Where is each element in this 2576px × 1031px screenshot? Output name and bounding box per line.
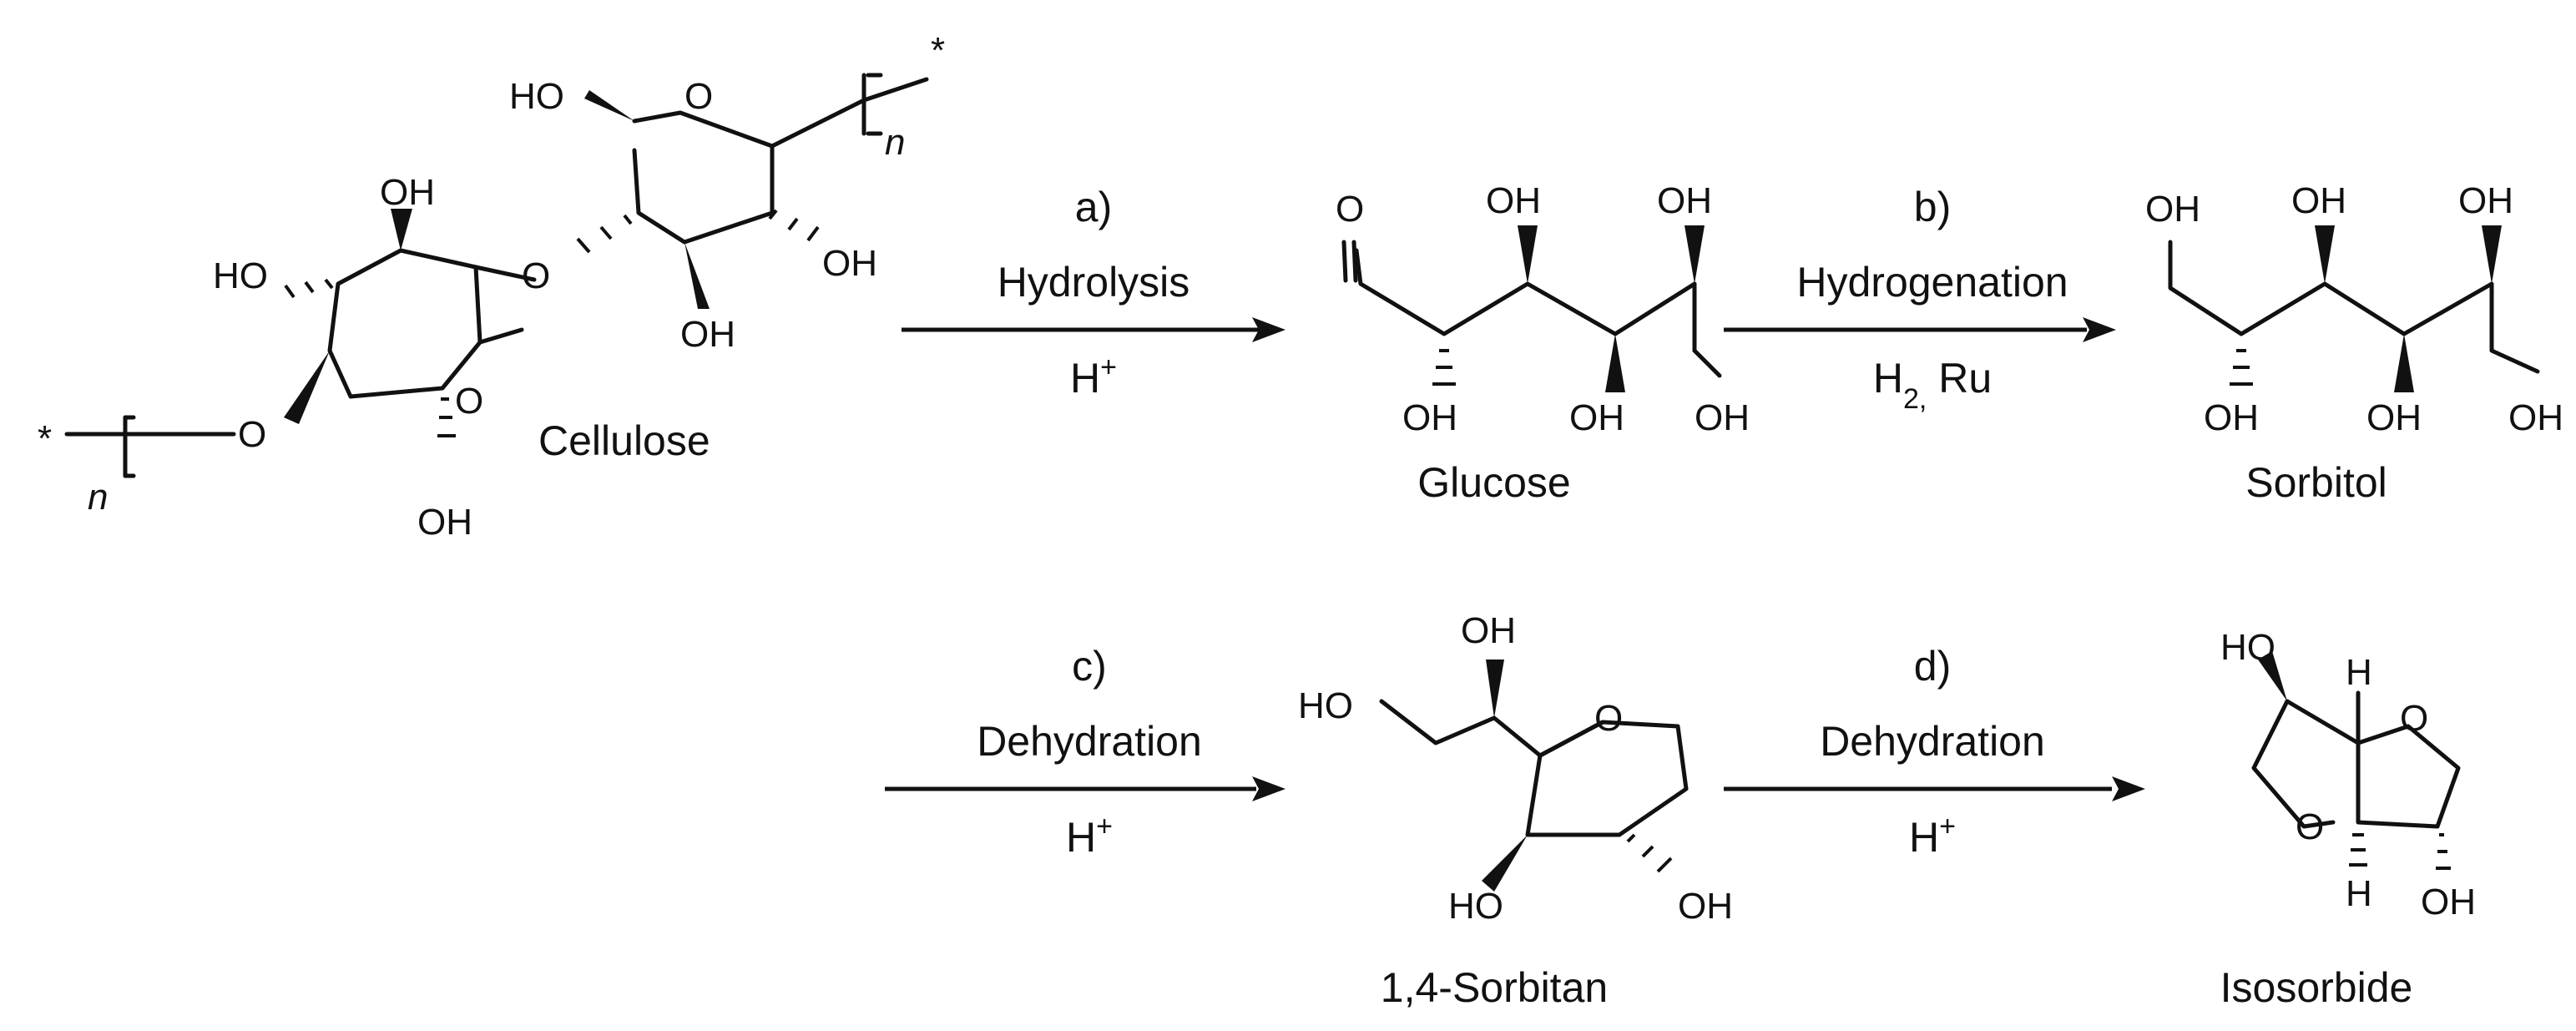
cellulose-o-link: O bbox=[238, 414, 266, 455]
sorbitol-oh-6: OH bbox=[2508, 397, 2563, 438]
cellulose-oh-c: OH bbox=[680, 314, 735, 355]
reaction-a-name: Hydrolysis bbox=[998, 259, 1190, 306]
glucose-oh-2: OH bbox=[1657, 180, 1712, 221]
cellulose-ho-top: HO bbox=[509, 76, 564, 117]
glucose-oh-4: OH bbox=[1569, 397, 1624, 438]
reaction-c-step: c) bbox=[1072, 643, 1107, 690]
sorbitan-label: 1,4-Sorbitan bbox=[1381, 964, 1608, 1011]
reaction-a-conditions: H+ bbox=[1070, 351, 1117, 402]
arrow-c bbox=[885, 776, 1285, 801]
reaction-b-name: Hydrogenation bbox=[1796, 259, 2068, 306]
sorbitol-oh-3: OH bbox=[2458, 180, 2513, 221]
isosorbide-o-right: O bbox=[2400, 698, 2428, 739]
cellulose-oh-b: OH bbox=[822, 243, 877, 284]
glucose-oh-5: OH bbox=[1695, 397, 1750, 438]
cellulose-label: Cellulose bbox=[538, 417, 710, 464]
sorbitan-structure bbox=[1379, 660, 1689, 892]
glucose-structure bbox=[1341, 225, 1722, 392]
reaction-b-step: b) bbox=[1914, 184, 1951, 230]
sorbitan-ho-ring: HO bbox=[1448, 886, 1503, 927]
cellulose-oh-a: OH bbox=[380, 172, 435, 213]
cellulose-ho-left: HO bbox=[213, 255, 268, 296]
sorbitol-label: Sorbitol bbox=[2245, 459, 2387, 506]
reaction-c-name: Dehydration bbox=[977, 718, 1202, 765]
cellulose-structure bbox=[64, 73, 929, 478]
cellulose-o-ring-top: O bbox=[684, 76, 713, 117]
sorbitol-structure bbox=[2168, 225, 2540, 392]
cellulose-o-ring-bot: O bbox=[455, 381, 483, 422]
cellulose-end-top: * bbox=[931, 30, 945, 71]
glucose-o-aldehyde: O bbox=[1336, 189, 1364, 230]
cellulose-repeat-n-left: n bbox=[88, 477, 108, 518]
sorbitan-o-ring: O bbox=[1594, 698, 1623, 739]
reaction-d-name: Dehydration bbox=[1820, 718, 2045, 765]
cellulose-repeat-n-top: n bbox=[885, 122, 905, 163]
isosorbide-ho: HO bbox=[2220, 627, 2275, 668]
isosorbide-h-top: H bbox=[2346, 652, 2372, 693]
sorbitol-oh-2: OH bbox=[2291, 180, 2346, 221]
arrow-a bbox=[902, 317, 1285, 342]
sorbitol-oh-5: OH bbox=[2366, 397, 2422, 438]
sorbitan-oh-top: OH bbox=[1461, 610, 1516, 651]
sorbitan-ho-chain: HO bbox=[1298, 685, 1353, 726]
isosorbide-structure bbox=[2251, 651, 2461, 870]
reaction-d-step: d) bbox=[1914, 643, 1951, 690]
isosorbide-oh: OH bbox=[2421, 882, 2476, 922]
sorbitol-oh-1: OH bbox=[2145, 189, 2200, 230]
glucose-label: Glucose bbox=[1417, 459, 1570, 506]
isosorbide-o-left: O bbox=[2296, 806, 2324, 847]
reaction-c-conditions: H+ bbox=[1066, 811, 1113, 861]
glucose-oh-3: OH bbox=[1402, 397, 1457, 438]
arrow-d bbox=[1724, 776, 2145, 801]
cellulose-oh-bottom: OH bbox=[417, 502, 472, 543]
reaction-d-conditions: H+ bbox=[1909, 811, 1956, 861]
reaction-a-step: a) bbox=[1075, 184, 1112, 230]
reaction-b-conditions: H2, Ru bbox=[1873, 355, 1992, 415]
cellulose-end-left: * bbox=[38, 418, 52, 459]
arrow-b bbox=[1724, 317, 2116, 342]
sorbitan-oh-ring: OH bbox=[1678, 886, 1733, 927]
cellulose-o-bridge: O bbox=[522, 255, 550, 296]
glucose-oh-1: OH bbox=[1486, 180, 1541, 221]
isosorbide-label: Isosorbide bbox=[2220, 964, 2413, 1011]
isosorbide-h-bot: H bbox=[2346, 873, 2372, 914]
sorbitol-oh-4: OH bbox=[2204, 397, 2259, 438]
